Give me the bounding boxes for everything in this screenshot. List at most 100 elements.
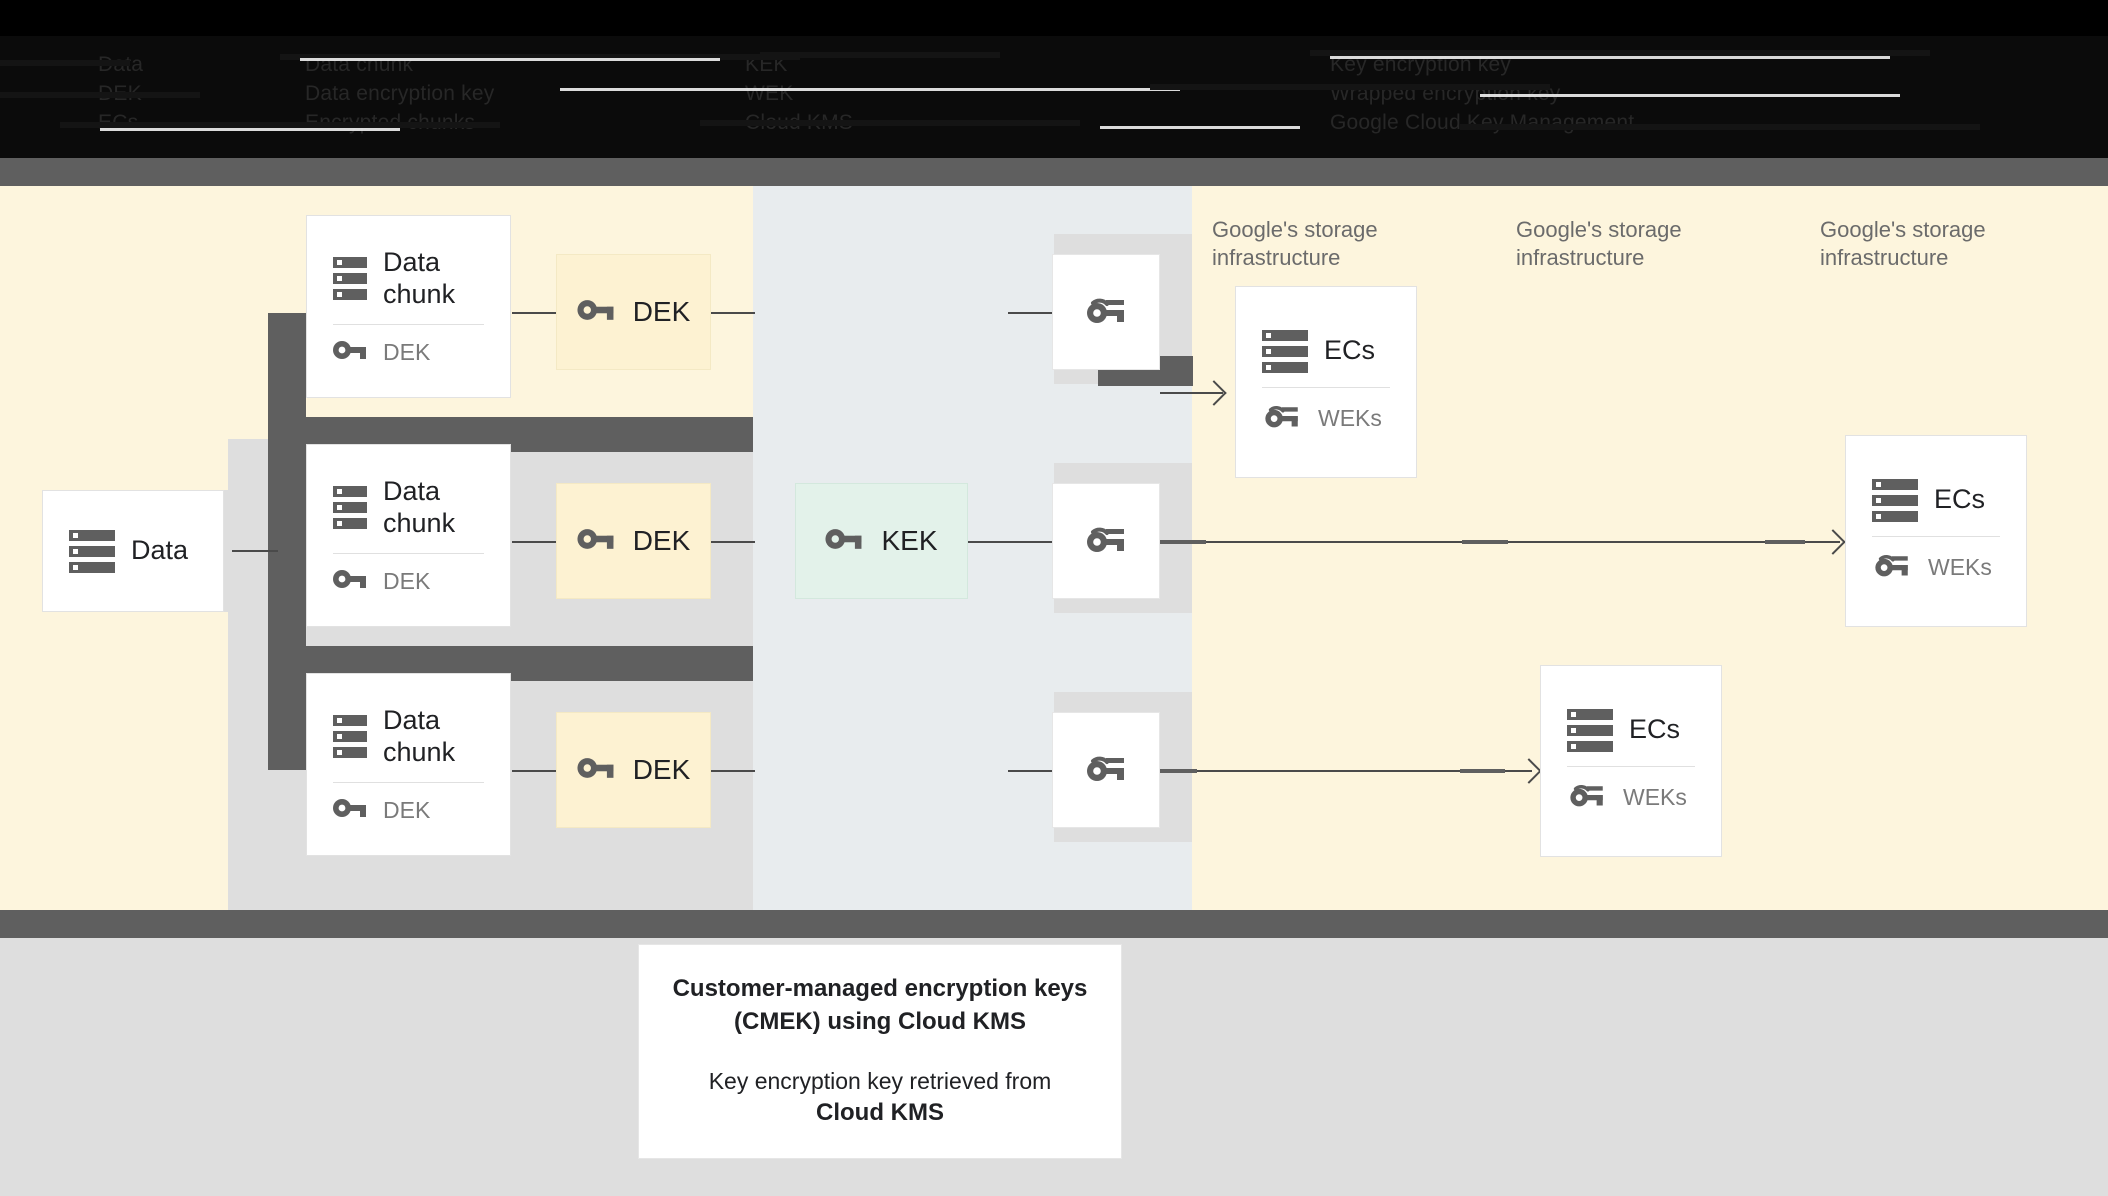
caption-box: Customer-managed encryption keys (CMEK) … (638, 944, 1122, 1159)
legend-strip: Data DEK ECs Data chunk Data encryption … (0, 36, 2108, 158)
card-storage-ecs-3[interactable]: ECs WEKs (1540, 665, 1722, 857)
arrow-seg (1158, 540, 1206, 544)
zone-label-2: Google's storage infrastructure (1516, 217, 1682, 270)
card-divider (333, 781, 484, 783)
wrapped-key-icon (1262, 402, 1302, 435)
top-black-bar (0, 0, 2108, 36)
card-storage-ecs-2[interactable]: ECs WEKs (1845, 435, 2027, 627)
smear (760, 52, 1000, 58)
smear (100, 128, 400, 131)
arrow-seg (1152, 769, 1197, 773)
connector-dek-out (711, 312, 755, 314)
keybox-kek[interactable]: KEK (795, 483, 968, 599)
connector-kek-out (968, 541, 1008, 543)
key-icon (333, 568, 367, 595)
card-data-chunk-3[interactable]: Data chunk DEK (306, 673, 511, 856)
header-divider-bar (0, 158, 2108, 186)
card-header: Data chunk (307, 247, 510, 309)
diagram-canvas: Data Data chunk DEK Data chunk (0, 186, 2108, 1051)
smear (1310, 50, 1930, 56)
legend-line: WEK (745, 82, 794, 105)
connector-chunk-dek (512, 312, 556, 314)
smear (1480, 94, 1900, 97)
smear (560, 88, 1180, 91)
smear (300, 58, 720, 61)
card-header: ECs (1236, 329, 1416, 373)
arrowhead-storage-1 (1201, 380, 1227, 406)
card-key-label: WEKs (1623, 783, 1687, 810)
card-key-label: DEK (383, 338, 431, 365)
card-header: Data (43, 529, 223, 573)
server-icon (1567, 708, 1613, 752)
key-icon (577, 298, 615, 327)
server-icon (1872, 478, 1918, 522)
card-divider (1262, 386, 1390, 388)
wrapped-key-icon (1567, 781, 1607, 814)
arrow-seg (1462, 540, 1508, 544)
server-icon (69, 529, 115, 573)
card-footer: WEKs (1541, 781, 1721, 814)
zone-label-1: Google's storage infrastructure (1212, 217, 1378, 270)
smear (0, 92, 200, 98)
connector-dek-out (711, 770, 755, 772)
smear (60, 122, 500, 128)
keybox-dek-1[interactable]: DEK (556, 254, 711, 370)
wrapped-key-icon (1084, 752, 1128, 789)
card-data-chunk-2[interactable]: Data chunk DEK (306, 444, 511, 627)
keybox-dek-2[interactable]: DEK (556, 483, 711, 599)
key-icon (577, 527, 615, 556)
fork-trunk (268, 313, 306, 770)
smear (280, 54, 800, 60)
wrapped-key-box-1[interactable] (1052, 254, 1160, 370)
server-icon (333, 257, 368, 300)
card-title: ECs (1324, 335, 1376, 366)
card-divider (333, 552, 484, 554)
keybox-dek-3[interactable]: DEK (556, 712, 711, 828)
card-header: ECs (1541, 708, 1721, 752)
wrapped-key-icon (1872, 551, 1912, 584)
connector-dek-out (711, 541, 755, 543)
connector-chunk-dek (512, 770, 556, 772)
wrapped-key-icon (1084, 294, 1128, 331)
card-data-chunk-1[interactable]: Data chunk DEK (306, 215, 511, 398)
caption-title-line-2: (CMEK) using Cloud KMS (734, 1007, 1026, 1035)
card-title: ECs (1934, 484, 1986, 515)
arrow-seg (1460, 769, 1505, 773)
caption-body-line-1: Key encryption key retrieved from (708, 1068, 1052, 1095)
card-footer: DEK (307, 797, 510, 824)
arrowhead-storage-3 (1516, 758, 1542, 784)
legend-line: Data encryption key (305, 82, 495, 105)
smear (1460, 124, 1980, 130)
server-icon (333, 715, 368, 758)
wrapped-key-icon (1084, 523, 1128, 560)
card-data-source[interactable]: Data (42, 490, 224, 612)
card-divider (333, 323, 484, 325)
card-title: Data chunk (383, 247, 456, 309)
card-footer: DEK (307, 568, 510, 595)
connector-to-wrapped-key (1008, 541, 1052, 543)
caption-body-line-2: Cloud KMS (816, 1099, 944, 1127)
keybox-label: DEK (632, 296, 691, 327)
smear (700, 120, 1080, 126)
card-title: Data chunk (383, 476, 456, 538)
keybox-label: KEK (881, 525, 938, 556)
connector-to-wrapped-key (1008, 770, 1052, 772)
bottom-divider-bar (0, 910, 2108, 938)
server-icon (333, 486, 368, 529)
wrapped-key-box-2[interactable] (1052, 483, 1160, 599)
card-storage-ecs-1[interactable]: ECs WEKs (1235, 286, 1417, 478)
wrapped-key-box-3[interactable] (1052, 712, 1160, 828)
connector-chunk-dek (512, 541, 556, 543)
keybox-label: DEK (632, 754, 691, 785)
key-icon (333, 339, 367, 366)
key-icon (825, 527, 863, 556)
card-key-label: WEKs (1318, 404, 1382, 431)
caption-title-line-1: Customer-managed encryption keys (672, 975, 1088, 1003)
card-key-label: DEK (383, 796, 431, 823)
zone-label-3: Google's storage infrastructure (1820, 217, 1986, 270)
card-key-label: DEK (383, 567, 431, 594)
card-divider (1567, 765, 1695, 767)
arrowhead-storage-2 (1820, 529, 1846, 555)
smear (0, 60, 130, 66)
legend-line: Google Cloud Key Management (1330, 111, 1635, 134)
